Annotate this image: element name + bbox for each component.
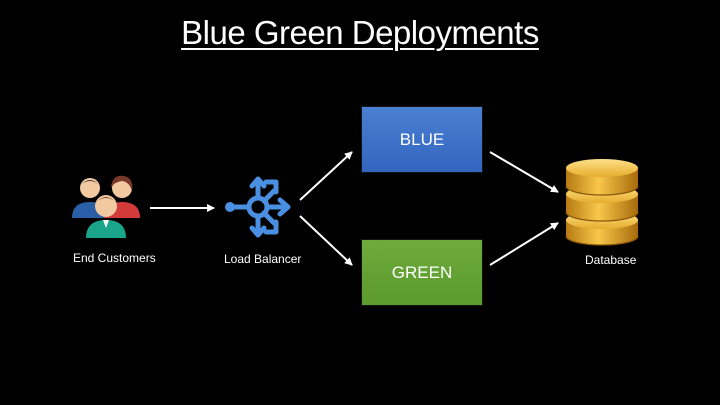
green-environment-box: GREEN <box>362 240 482 305</box>
load-balancer-icon <box>225 176 291 238</box>
database-icon <box>565 159 639 246</box>
people-group-icon <box>72 175 140 238</box>
blue-environment-box: BLUE <box>362 107 482 172</box>
arrow-lb-to-blue <box>299 151 353 201</box>
arrow-lb-to-green <box>299 215 353 266</box>
arrow-green-to-db <box>489 222 559 266</box>
customers-label: End Customers <box>73 251 156 265</box>
load-balancer-label: Load Balancer <box>224 252 302 266</box>
page-title: Blue Green Deployments <box>181 14 539 51</box>
arrow-blue-to-db <box>489 151 559 193</box>
blue-label: BLUE <box>399 129 445 149</box>
green-label: GREEN <box>391 262 453 282</box>
database-label: Database <box>585 253 637 267</box>
